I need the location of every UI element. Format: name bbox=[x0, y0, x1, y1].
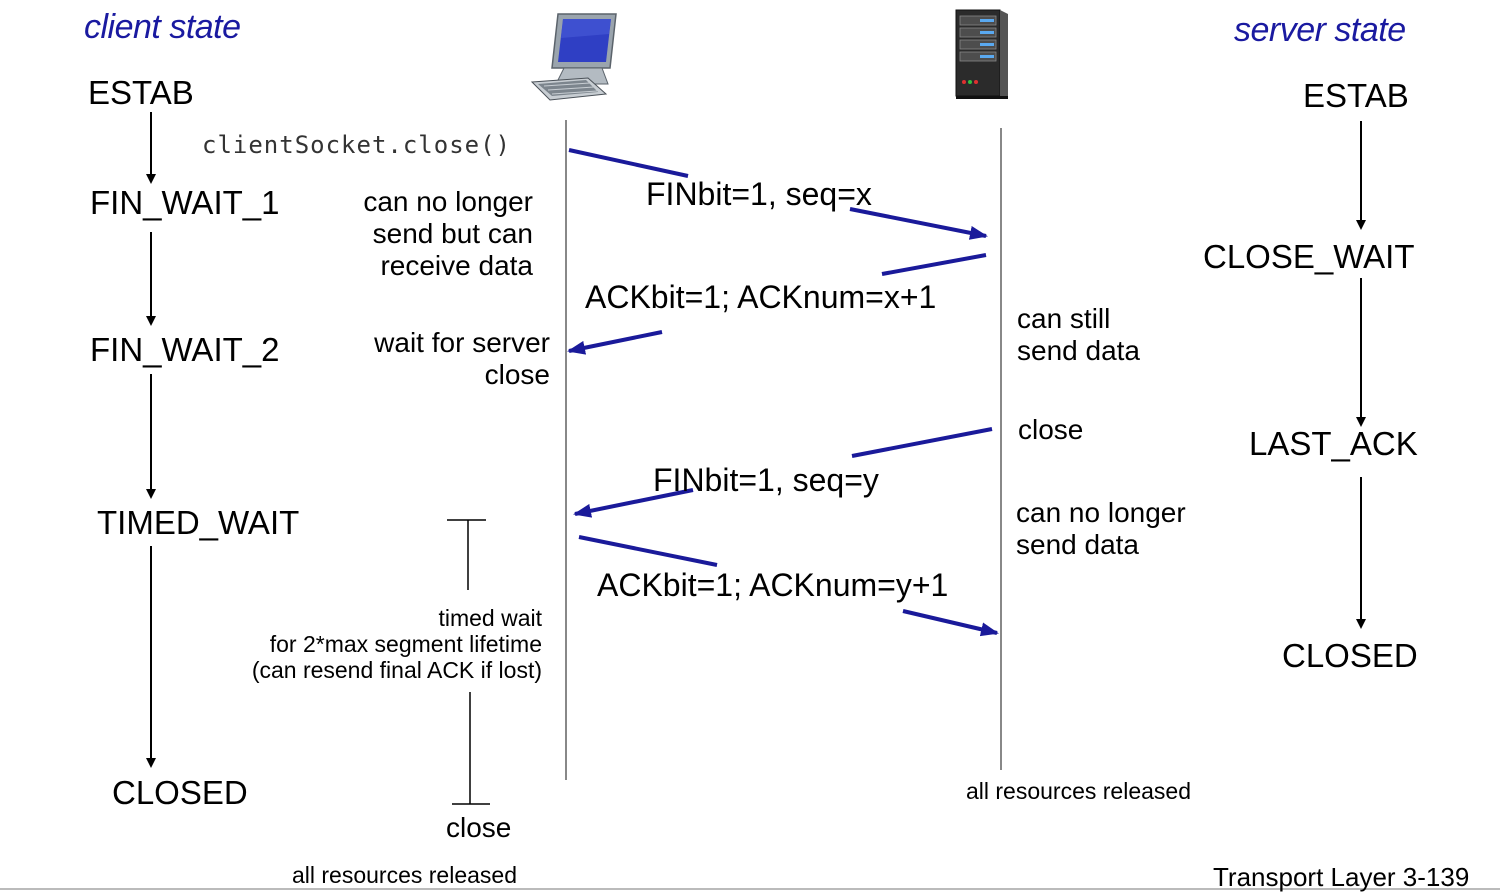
message-ack-x: ACKbit=1; ACKnum=x+1 bbox=[585, 279, 937, 315]
server-state-close-wait: CLOSE_WAIT bbox=[1203, 238, 1415, 275]
server-state-header: server state bbox=[1234, 11, 1406, 49]
message-fin-y: FINbit=1, seq=y bbox=[653, 462, 879, 498]
client-note-no-longer-send: can no longer send but can receive data bbox=[363, 186, 533, 281]
ack-y-arrow bbox=[902, 609, 999, 637]
server-state-last-ack: LAST_ACK bbox=[1249, 425, 1418, 462]
client-note-wait-server: wait for server close bbox=[374, 327, 550, 390]
fin-y-arrow bbox=[573, 488, 694, 518]
server-note-close: close bbox=[1018, 414, 1084, 445]
client-note-close: close bbox=[446, 812, 512, 843]
client-state-timed-wait: TIMED_WAIT bbox=[97, 504, 300, 541]
client-note-released: all resources released bbox=[292, 862, 518, 888]
client-state-fin-wait-2: FIN_WAIT_2 bbox=[90, 331, 280, 368]
client-note-timed-wait: timed wait for 2*max segment lifetime (c… bbox=[251, 605, 542, 683]
server-state-closed: CLOSED bbox=[1282, 637, 1418, 674]
ack-x-arrow bbox=[567, 330, 663, 355]
client-socket-close-call: clientSocket.close() bbox=[202, 131, 511, 159]
client-state-header: client state bbox=[84, 8, 241, 46]
fin-y-arrow-segment bbox=[851, 427, 993, 458]
server-tower-icon bbox=[955, 9, 1008, 99]
desktop-computer-icon bbox=[530, 13, 617, 101]
fin-x-arrow bbox=[849, 207, 988, 240]
ack-y-arrow-segment bbox=[578, 535, 718, 567]
server-note-still-send: can still send data bbox=[1017, 303, 1140, 366]
fin-x-arrow-segment bbox=[568, 148, 689, 178]
client-state-estab: ESTAB bbox=[88, 74, 194, 111]
ack-x-arrow-segment bbox=[881, 253, 987, 276]
server-state-estab: ESTAB bbox=[1303, 77, 1409, 114]
server-note-released: all resources released bbox=[966, 778, 1192, 804]
slide-footer: Transport Layer 3-139 bbox=[1213, 862, 1470, 892]
message-fin-x: FINbit=1, seq=x bbox=[646, 176, 872, 212]
client-state-fin-wait-1: FIN_WAIT_1 bbox=[90, 184, 280, 221]
message-ack-y: ACKbit=1; ACKnum=y+1 bbox=[597, 567, 949, 603]
server-note-no-longer-send: can no longer send data bbox=[1016, 497, 1186, 560]
client-state-closed: CLOSED bbox=[112, 774, 248, 811]
